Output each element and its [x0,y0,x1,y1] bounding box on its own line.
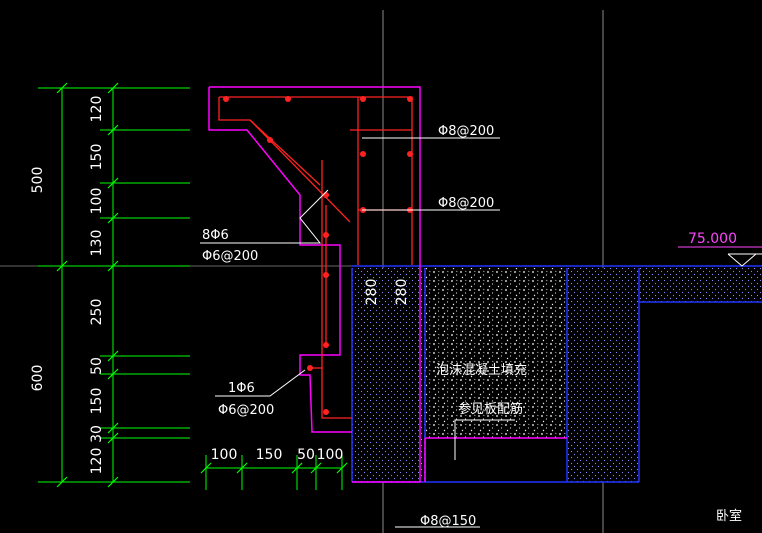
rebar-dot [407,96,413,102]
callout-upper-bars: 8Φ6 [202,228,229,243]
callout-top-stirrup: Φ8@200 [438,124,494,139]
rebar-dot [223,96,229,102]
rebar-dot [323,342,329,348]
callout-mid-stirrup: Φ8@200 [438,196,494,211]
rebar-dot [323,272,329,278]
dimension-lines [38,87,343,490]
callout-lower-stirrup: Φ6@200 [218,403,274,418]
rebar-dot [285,96,291,102]
beam-outline [208,86,567,483]
rebar-dot [360,96,366,102]
leaders [200,137,515,528]
rebar-dot [323,409,329,415]
notes: 泡沫混凝土填充 参见板配筋 卧室 [436,362,742,524]
fill-note: 泡沫混凝土填充 [436,362,527,378]
dim-seg-3: 130 [89,230,105,257]
callout-lower-bar: 1Φ6 [228,381,255,396]
callout-upper-stirrup: Φ6@200 [202,249,258,264]
dim-seg-7: 30 [89,425,105,443]
dim-h-3: 100 [317,447,344,463]
rebar-dot [360,151,366,157]
callout-bottom-bars: Φ8@150 [420,514,476,529]
concrete-hatch [352,268,762,482]
dimension-text: 500 600 120 150 100 130 250 50 150 30 12… [30,96,410,475]
rebar-dot [407,151,413,157]
dim-slab-left: 280 [364,279,380,306]
dim-h-2: 50 [297,447,315,463]
dim-seg-8: 120 [89,448,105,475]
rebar-dot [267,137,273,143]
rebar-dot [307,365,313,371]
dimension-ticks [56,82,348,488]
dim-overall-upper: 500 [30,167,46,194]
slab-note: 参见板配筋 [458,401,523,417]
rebar-dot [323,232,329,238]
dim-seg-6: 150 [89,388,105,415]
dim-overall-lower: 600 [30,365,46,392]
dim-seg-4: 250 [89,299,105,326]
dim-seg-0: 120 [89,96,105,123]
dim-seg-2: 100 [89,188,105,215]
dim-seg-1: 150 [89,144,105,171]
dim-h-1: 150 [256,447,283,463]
rebar-dot [323,192,329,198]
elevation-marker: 75.000 [678,231,762,267]
room-label: 卧室 [716,508,742,524]
rebar-dots [223,96,413,415]
dim-seg-5: 50 [89,357,105,375]
dim-h-0: 100 [211,447,238,463]
elevation-label: 75.000 [688,231,737,247]
dim-slab-right: 280 [394,279,410,306]
callout-text: Φ8@200 Φ8@200 8Φ6 Φ6@200 1Φ6 Φ6@200 Φ8@1… [202,124,494,529]
